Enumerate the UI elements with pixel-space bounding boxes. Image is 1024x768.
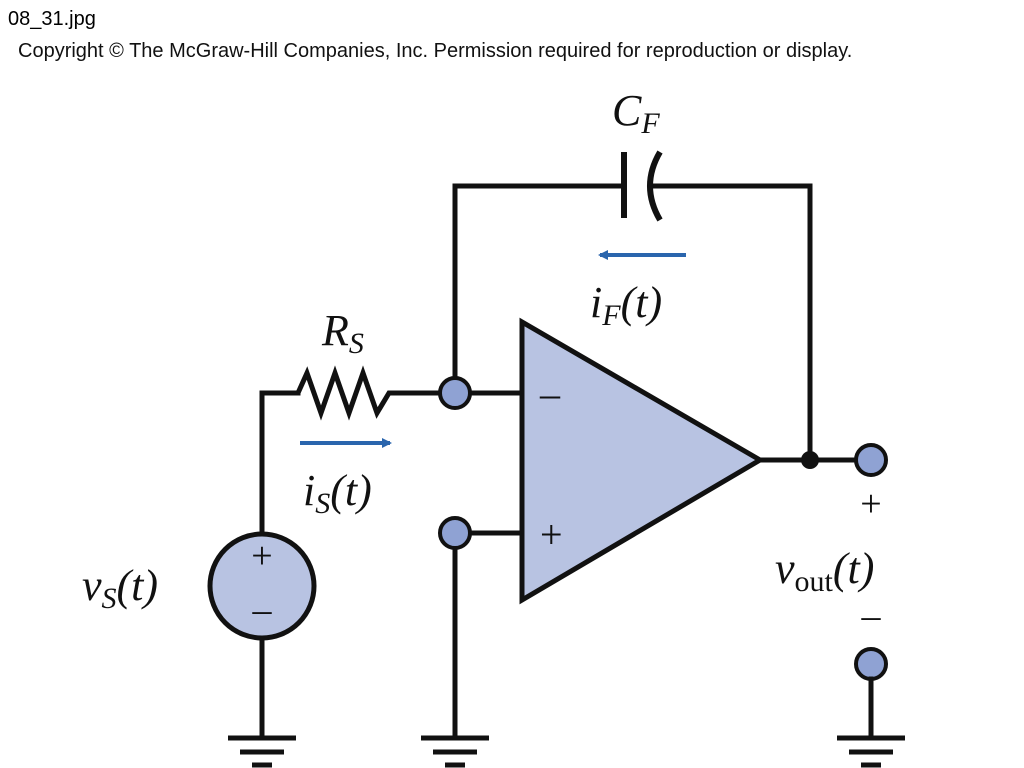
copyright-notice: Copyright © The McGraw-Hill Companies, I… (18, 40, 853, 62)
output-plus-sign: + (860, 483, 881, 525)
noninverting-terminal (438, 516, 472, 550)
ground-symbol-source (228, 735, 296, 768)
source-plus-sign: + (251, 535, 272, 577)
capacitor-cf (621, 150, 663, 222)
opamp-triangle (519, 317, 765, 605)
source-voltage-label: vS(t) (82, 561, 158, 615)
image-filename: 08_31.jpg (8, 8, 96, 30)
ground-symbol-output (837, 735, 905, 768)
feedback-wire (452, 183, 813, 463)
input-wire (259, 390, 301, 543)
output-junction-dot (801, 451, 819, 469)
output-voltage-label: vout(t) (775, 544, 874, 598)
opamp-noninverting-sign: + (540, 512, 563, 557)
inverting-node-terminal (438, 376, 472, 410)
output-terminal-positive (854, 443, 888, 477)
ground-symbol-noninverting (421, 735, 489, 768)
voltage-source-vs (207, 531, 317, 641)
source-current-label: iS(t) (303, 466, 372, 520)
source-minus-sign: – (252, 589, 273, 631)
resistor-label: RS (321, 306, 364, 360)
opamp-inverting-sign: – (539, 371, 561, 416)
capacitor-label: CF (612, 86, 660, 140)
feedback-current-label: iF(t) (590, 278, 662, 332)
output-terminal-negative (854, 647, 888, 681)
resistor-rs (295, 365, 400, 421)
output-minus-sign: – (861, 595, 882, 637)
